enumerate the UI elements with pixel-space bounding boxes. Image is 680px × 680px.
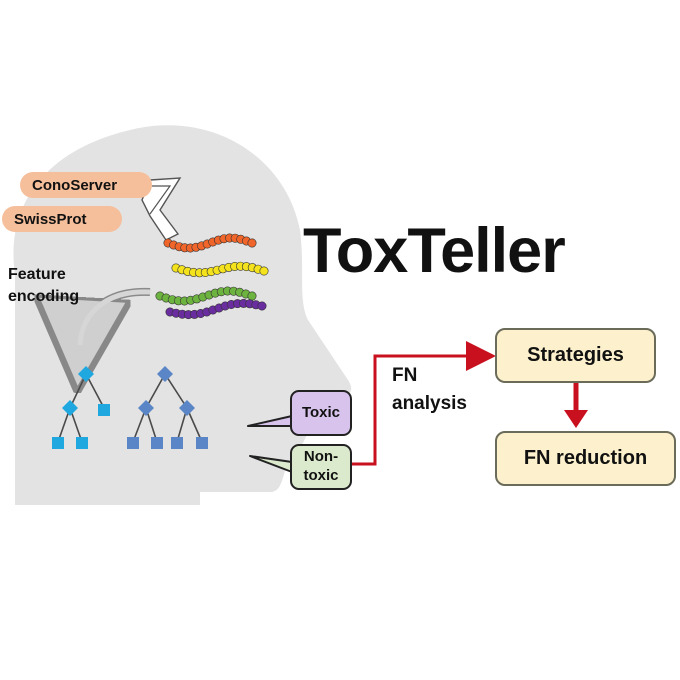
nontoxic-label-line1: Non- — [303, 448, 339, 466]
toxic-bubble-tail — [247, 415, 293, 427]
fn-analysis-line1: FN — [392, 365, 418, 386]
tree-decision-node — [157, 366, 173, 382]
fn-reduction-box: FN reduction — [495, 431, 676, 486]
peptide-chains — [155, 233, 269, 320]
strategies-box: Strategies — [495, 328, 656, 383]
chain-green-bead — [247, 291, 257, 301]
chain-orange-bead — [247, 238, 257, 248]
nontoxic-bubble: Non- toxic — [290, 444, 352, 490]
nontoxic-bubble-tail — [249, 455, 293, 473]
feature-label-line1: Feature — [8, 266, 66, 283]
tree-edge — [164, 373, 188, 409]
tree-leaf-node — [196, 437, 208, 449]
tree-leaf-node — [52, 437, 64, 449]
fn-analysis-line2: analysis — [392, 393, 467, 414]
tree-leaf-node — [127, 437, 139, 449]
strategies-label: Strategies — [527, 344, 624, 366]
fn-analysis-label: FN analysis — [392, 362, 467, 418]
source-swissprot-label: SwissProt — [14, 210, 87, 228]
nontoxic-label-line2: toxic — [303, 467, 339, 484]
feature-encoding-label: Feature encoding — [8, 264, 79, 308]
tree-decision-node — [62, 400, 78, 416]
tree-edge — [186, 407, 203, 443]
source-conoserver-label: ConoServer — [32, 176, 118, 194]
toxic-bubble: Toxic — [290, 390, 352, 436]
source-swissprot: SwissProt — [2, 206, 122, 232]
fn-analysis-arrow — [352, 341, 496, 466]
tree-leaf-node — [171, 437, 183, 449]
tree-leaf-node — [98, 404, 110, 416]
chain-yellow-bead — [259, 266, 269, 276]
tree-edge — [145, 373, 166, 409]
chain-purple-bead — [257, 301, 267, 311]
tree-decision-node — [78, 366, 94, 382]
tree-edge — [69, 373, 87, 409]
tree-leaf-node — [151, 437, 163, 449]
tree-decision-node — [138, 400, 154, 416]
tree-leaf-node — [76, 437, 88, 449]
tree-edge — [85, 373, 105, 409]
decision-trees — [52, 366, 208, 449]
fn-reduction-label: FN reduction — [523, 447, 648, 469]
source-conoserver: ConoServer — [20, 172, 152, 198]
tree-decision-node — [179, 400, 195, 416]
feature-label-line2: encoding — [8, 288, 80, 305]
source-arrow-icon — [141, 177, 182, 241]
toxic-label: Toxic — [301, 403, 341, 421]
page-title: ToxTeller — [303, 216, 566, 286]
